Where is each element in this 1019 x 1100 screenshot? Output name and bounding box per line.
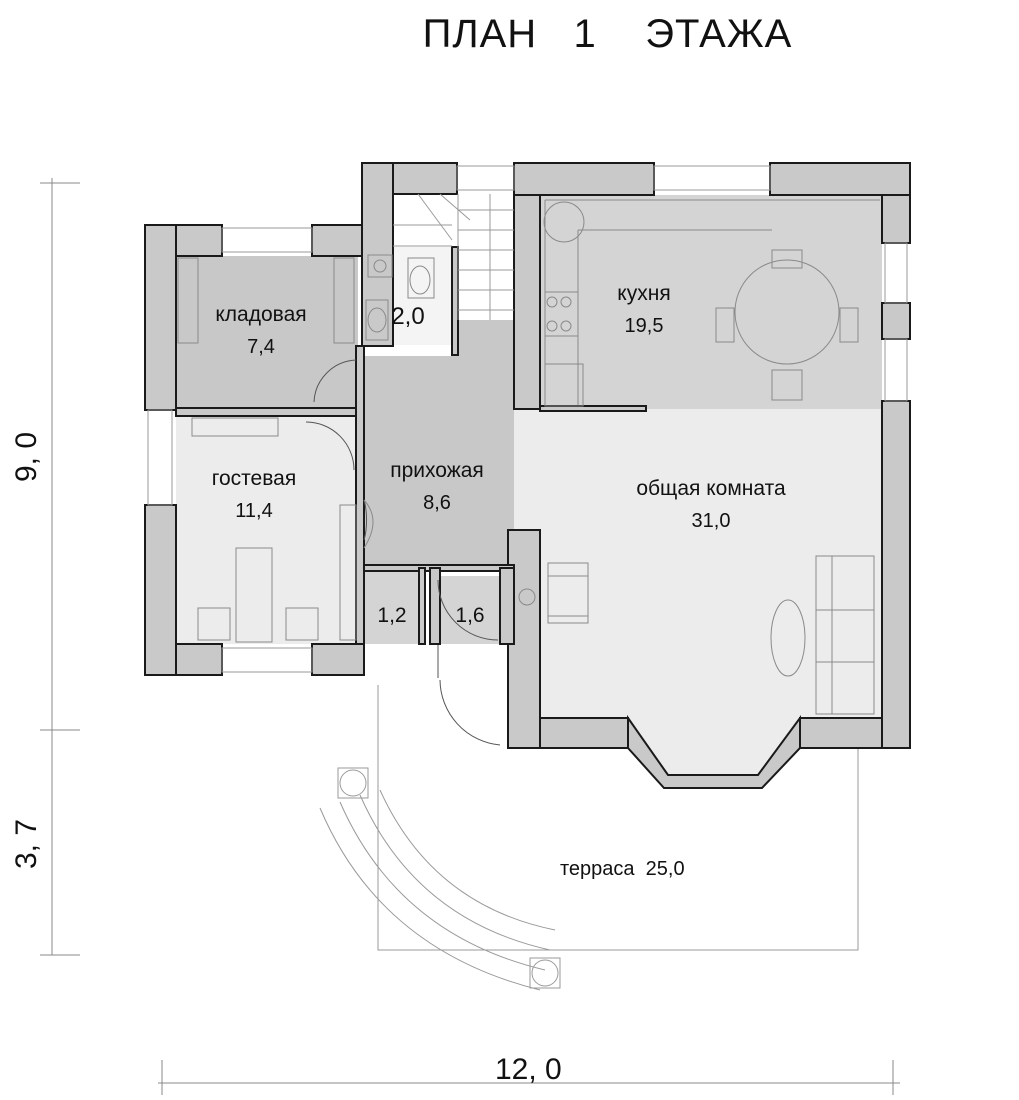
room-bathroom-area: 2,0 (391, 303, 425, 330)
room-kitchen: кухня 19,5 (617, 281, 670, 339)
room-storage: кладовая 7,4 (215, 302, 306, 360)
room-living-name: общая комната (636, 477, 786, 500)
floor-closet1 (364, 568, 419, 644)
floor-kitchen (540, 195, 882, 409)
terrace-label: терраса 25,0 (560, 858, 685, 880)
room-bathroom: 2,0 (391, 304, 424, 330)
room-storage-area: 7,4 (247, 336, 275, 358)
plan-title: ПЛАН 1 ЭТАЖА (422, 12, 793, 56)
room-closet2: 1,6 (455, 603, 484, 629)
room-guest-name: гостевая (211, 467, 297, 490)
room-living: общая комната 31,0 (636, 476, 785, 534)
room-hall-name: прихожая (390, 459, 484, 482)
stairs (393, 193, 514, 320)
room-storage-name: кладовая (215, 303, 307, 326)
floor-storage (176, 256, 358, 408)
dimension-depth-main: 9, 0 (10, 431, 44, 483)
room-closet1: 1,2 (377, 603, 406, 629)
room-hall-area: 8,6 (423, 492, 451, 514)
room-kitchen-area: 19,5 (624, 315, 664, 337)
room-hall: прихожая 8,6 (390, 458, 484, 516)
room-living-area: 31,0 (691, 510, 731, 532)
dimension-lines (40, 178, 900, 1095)
room-guest: гостевая 11,4 (212, 466, 296, 524)
room-fills (176, 195, 882, 775)
floor-closet2 (440, 576, 505, 644)
doors (305, 359, 501, 746)
dimension-depth-terrace: 3, 7 (10, 818, 44, 870)
floor-hall (362, 320, 514, 565)
walls (144, 162, 911, 789)
floor-living (514, 409, 882, 775)
windows (147, 165, 908, 673)
floor-guest (176, 416, 358, 644)
room-closet1-area: 1,2 (377, 604, 407, 627)
furniture (177, 199, 880, 715)
room-closet2-area: 1,6 (455, 604, 485, 627)
terrace-outline (319, 685, 859, 991)
dimension-width: 12, 0 (495, 1053, 562, 1086)
room-kitchen-name: кухня (617, 282, 671, 305)
room-guest-area: 11,4 (235, 500, 273, 522)
